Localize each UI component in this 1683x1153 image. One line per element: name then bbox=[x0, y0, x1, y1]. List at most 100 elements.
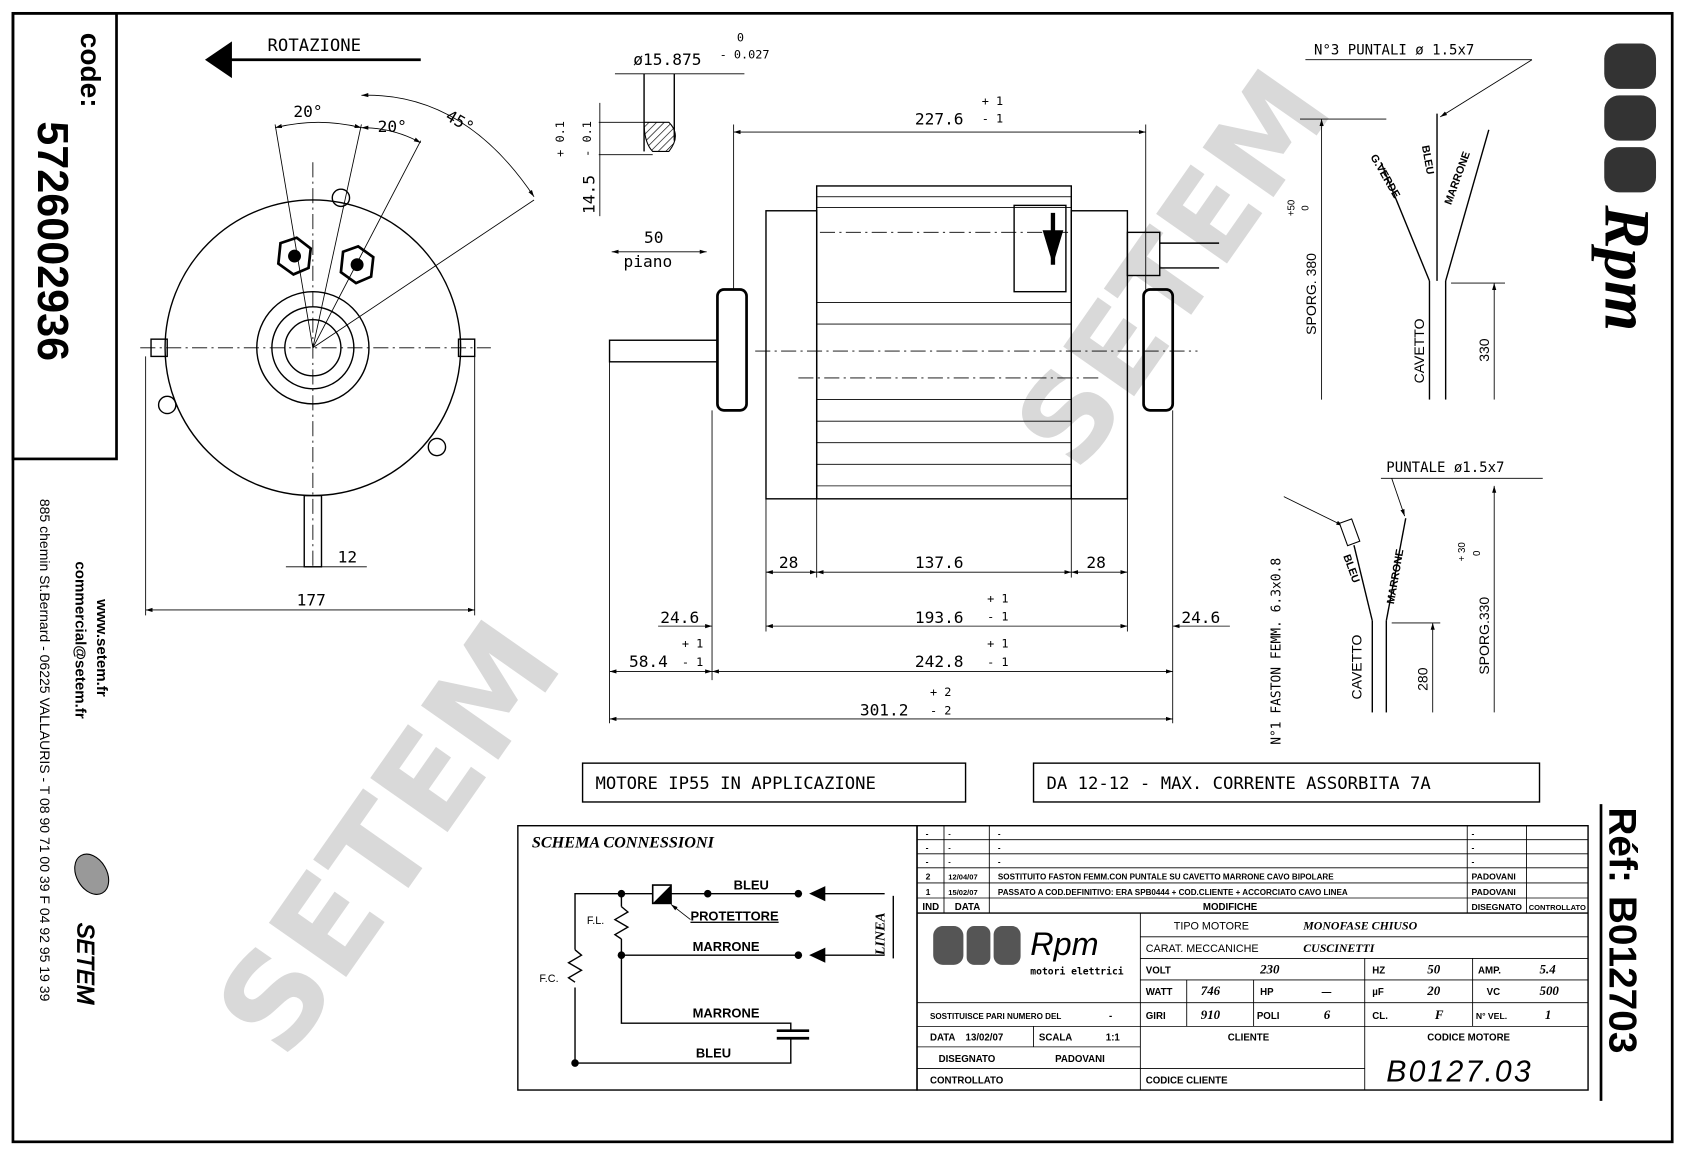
screw bbox=[331, 188, 351, 208]
wire bbox=[1385, 518, 1407, 621]
replaces-value: - bbox=[1109, 1011, 1112, 1022]
date-label: DATA bbox=[930, 1032, 955, 1043]
hz-label: HZ bbox=[1372, 966, 1385, 977]
revision-drawn: - bbox=[1472, 829, 1475, 839]
note-2: DA 12-12 - MAX. CORRENTE ASSORBITA 7A bbox=[1046, 774, 1431, 794]
terminal-stud-2 bbox=[350, 258, 364, 272]
hz-value: 50 bbox=[1427, 962, 1440, 977]
watt-value: 746 bbox=[1201, 983, 1221, 998]
dim-tol: - 1 bbox=[987, 655, 1008, 669]
dim-tol: - 1 bbox=[982, 111, 1003, 125]
angle-line bbox=[312, 199, 535, 349]
logo-text: Rpm bbox=[1590, 204, 1662, 331]
revision-ind: 2 bbox=[926, 872, 931, 882]
leader bbox=[1283, 496, 1344, 527]
website[interactable]: www.setem.fr bbox=[93, 598, 110, 697]
label-plate bbox=[1013, 204, 1067, 293]
wire-label: MARRONE bbox=[693, 1006, 760, 1021]
revision-ind: - bbox=[926, 857, 929, 867]
vc-label: VC bbox=[1487, 987, 1500, 998]
logo-coil-icon bbox=[966, 926, 991, 965]
revision-date: - bbox=[948, 844, 951, 853]
dim-193-6: 193.6 bbox=[915, 608, 964, 627]
start-winding-label: F.C. bbox=[539, 973, 558, 985]
dim-tol: - 1 bbox=[987, 610, 1008, 624]
header-checked: CONTROLLATO bbox=[1529, 903, 1586, 912]
replaces-label: SOSTITUISCE PARI NUMERO DEL bbox=[930, 1012, 1061, 1021]
email[interactable]: commercial@setem.fr bbox=[72, 561, 89, 718]
line-label: LINEA bbox=[874, 912, 889, 956]
connection-schematic: SCHEMA CONNESSIONI BLEU PROTETTORE MARRO… bbox=[517, 825, 918, 1091]
notes: MOTORE IP55 IN APPLICAZIONE DA 12-12 - M… bbox=[581, 762, 1541, 803]
start-winding bbox=[567, 949, 583, 983]
rotation-label: ROTAZIONE bbox=[268, 36, 361, 56]
angle-arc bbox=[361, 93, 535, 197]
client-label: CLIENTE bbox=[1228, 1032, 1270, 1043]
dim-58-4: 58.4 bbox=[629, 652, 668, 671]
dim-tol: + 1 bbox=[987, 637, 1008, 651]
uf-value: 20 bbox=[1426, 983, 1440, 998]
cable-length: 280 bbox=[1414, 667, 1430, 691]
dim-tol: + 2 bbox=[930, 685, 951, 699]
faston-terminal bbox=[1338, 518, 1361, 547]
angle-line bbox=[312, 124, 362, 348]
dim-24-6-right: 24.6 bbox=[1181, 608, 1220, 627]
flat-dim: 14.5 bbox=[579, 175, 598, 214]
flat-length: 50 bbox=[644, 228, 663, 247]
angle-2-label: 20° bbox=[378, 117, 407, 136]
line-arrow-icon bbox=[809, 947, 826, 963]
wire-label: MARRONE bbox=[693, 939, 760, 954]
dim-tol: +50 bbox=[1287, 199, 1298, 216]
terminal-nut-2 bbox=[339, 244, 375, 285]
shaft-diameter-tol-lower: - 0.027 bbox=[720, 48, 770, 62]
front-housing bbox=[765, 210, 818, 500]
revision-drawn: PADOVANI bbox=[1472, 887, 1516, 897]
rpm-label: GIRI bbox=[1146, 1011, 1166, 1022]
motor-code: B0127.03 bbox=[1386, 1055, 1533, 1088]
note-1-box bbox=[581, 762, 967, 803]
sheet-border bbox=[11, 11, 1674, 1144]
motor-code-label: CODICE MOTORE bbox=[1427, 1032, 1510, 1043]
motor-type: MONOFASE CHIUSO bbox=[1302, 918, 1417, 932]
client-code-label: CODICE CLIENTE bbox=[1146, 1076, 1228, 1087]
cable-bottom-title: PUNTALE ø1.5x7 bbox=[1386, 460, 1504, 476]
note-2-box bbox=[1032, 762, 1541, 803]
logo-coil-icon bbox=[1604, 95, 1657, 141]
address: 885 chemin St.Bernard - 06225 VALLAURIS … bbox=[37, 499, 53, 1002]
class-value: F bbox=[1434, 1007, 1444, 1022]
header-drawn: DISEGNATO bbox=[1472, 902, 1523, 912]
drawn-label: DISEGNATO bbox=[939, 1054, 996, 1065]
watt-label: WATT bbox=[1146, 987, 1173, 998]
logo-subtitle: motori elettrici bbox=[1030, 966, 1123, 978]
revision-change: - bbox=[998, 844, 1001, 853]
flat-label: piano bbox=[624, 252, 673, 271]
speeds-value: 1 bbox=[1545, 1007, 1551, 1022]
wire-label: BLEU bbox=[696, 1046, 731, 1061]
scale-value: 1:1 bbox=[1106, 1032, 1121, 1043]
dimension-lines bbox=[609, 124, 1230, 724]
code-box bbox=[11, 11, 118, 461]
wire-label: BLEU bbox=[1340, 553, 1361, 585]
shaft-diameter: ø15.875 bbox=[633, 50, 701, 69]
title-block-frame bbox=[916, 825, 1589, 1091]
stator-body bbox=[815, 185, 1072, 500]
shaft bbox=[608, 339, 719, 363]
revision-date: - bbox=[948, 858, 951, 867]
cable-detail-bottom: PUNTALE ø1.5x7 N°1 FASTON FEMM. 6.3x0.8 … bbox=[1270, 460, 1543, 745]
cable-label: CAVETTO bbox=[1349, 634, 1365, 699]
dim-tol: 0 bbox=[1301, 205, 1312, 211]
wire bbox=[1353, 545, 1373, 621]
drawn-value: PADOVANI bbox=[1055, 1054, 1105, 1065]
revision-row: ---- bbox=[926, 829, 1475, 839]
cable-gland bbox=[1126, 231, 1161, 277]
vc-value: 500 bbox=[1540, 983, 1560, 998]
revision-change: PASSATO A COD.DEFINITIVO: ERA SPB0444 + … bbox=[998, 888, 1348, 897]
checked-label: CONTROLLATO bbox=[930, 1076, 1004, 1087]
poles-value: 6 bbox=[1324, 1007, 1331, 1022]
ref-value: B012703 bbox=[1601, 896, 1644, 1054]
dim-24-6-left: 24.6 bbox=[660, 608, 699, 627]
revision-ind: 1 bbox=[926, 887, 931, 897]
revision-ind: - bbox=[926, 843, 929, 853]
